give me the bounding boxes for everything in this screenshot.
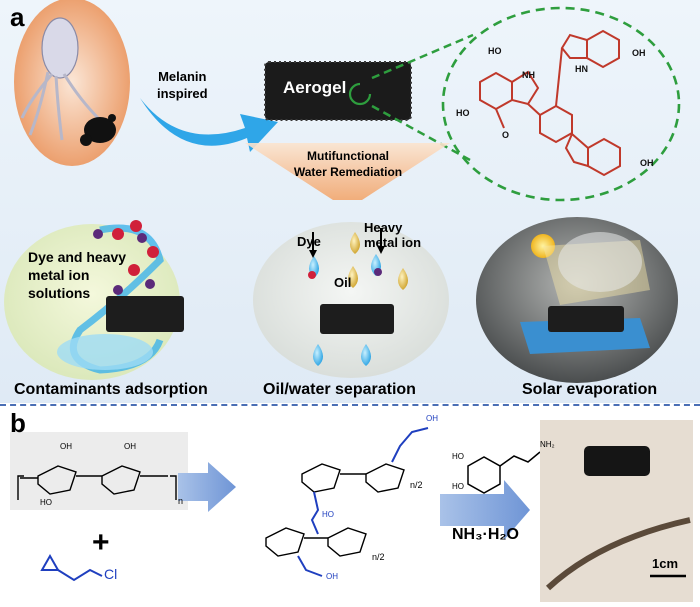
melanin-structure bbox=[479, 29, 621, 177]
dye-heavy-metal-text: Dye and heavy metal ion solutions bbox=[28, 249, 127, 301]
crosslinked-n2-2: n/2 bbox=[372, 552, 385, 562]
squid-icon bbox=[20, 17, 116, 146]
solar-aerogel bbox=[548, 306, 624, 332]
melanin-inspired-text: Melanin inspired bbox=[157, 69, 208, 101]
linker-ho-1: HO bbox=[322, 510, 334, 519]
structure-zoom-circle bbox=[441, 6, 681, 202]
zoom-line-top bbox=[371, 33, 474, 80]
cellulose-oh-2: OH bbox=[124, 442, 136, 451]
crosslinked-cellulose bbox=[265, 463, 405, 557]
cellulose-n: n bbox=[178, 496, 184, 506]
panel-divider bbox=[0, 404, 700, 406]
caption-solar: Solar evaporation bbox=[522, 381, 658, 398]
glyceryl-linkers bbox=[297, 427, 429, 577]
epichlorohydrin bbox=[40, 553, 103, 582]
cellulose-oh-1: OH bbox=[60, 442, 72, 451]
zoom-line-bottom bbox=[371, 104, 471, 162]
remediation-text: Mutifunctional Water Remediation bbox=[293, 149, 403, 179]
cellulose-background bbox=[10, 432, 188, 510]
reaction-arrow-2 bbox=[440, 480, 530, 540]
crosslinked-n2-1: n/2 bbox=[410, 480, 423, 490]
caption-separation: Oil/water separation bbox=[263, 381, 416, 398]
panel-label-a: a bbox=[10, 2, 25, 32]
linker-oh-2: OH bbox=[326, 572, 338, 581]
chlorine-label: Cl bbox=[104, 566, 118, 582]
structure-hn: HN bbox=[575, 64, 588, 74]
photo-feather bbox=[545, 517, 691, 591]
remediation-funnel bbox=[245, 143, 450, 200]
linker-oh-1: OH bbox=[426, 414, 438, 423]
dopamine-structure bbox=[467, 451, 541, 494]
melanin-arrow bbox=[140, 98, 278, 152]
aerogel-label: Aerogel bbox=[283, 78, 347, 97]
separation-drops bbox=[308, 228, 408, 366]
pollutant-particles bbox=[93, 220, 159, 295]
adsorption-aerogel bbox=[106, 296, 184, 332]
cellulose-structure bbox=[17, 465, 177, 500]
reaction-arrow-1 bbox=[178, 462, 236, 512]
oil-label: Oil bbox=[334, 275, 352, 290]
dopamine-ho-2: HO bbox=[452, 482, 464, 491]
structure-ho-1: HO bbox=[488, 46, 502, 56]
structure-oh-2: OH bbox=[640, 158, 654, 168]
cellulose-ho-1: HO bbox=[40, 498, 52, 507]
structure-ho-2: HO bbox=[456, 108, 470, 118]
dye-label: Dye bbox=[297, 234, 321, 249]
separation-circle bbox=[253, 222, 449, 378]
dopamine-ho-1: HO bbox=[452, 452, 464, 461]
caption-adsorption: Contaminants adsorption bbox=[14, 381, 208, 398]
photo-aerogel bbox=[584, 446, 650, 476]
plus-sign: + bbox=[92, 526, 110, 559]
structure-oh-1: OH bbox=[632, 48, 646, 58]
vapor bbox=[558, 232, 642, 292]
water-splash bbox=[57, 224, 164, 374]
dopamine-nh2: NH₂ bbox=[540, 440, 555, 449]
sun-icon bbox=[531, 234, 555, 258]
separation-aerogel bbox=[320, 304, 394, 334]
scale-bar-label: 1cm bbox=[652, 556, 679, 571]
reagent-label: NH₃·H₂O bbox=[452, 526, 519, 543]
heavy-metal-label: Heavy metal ion bbox=[364, 220, 422, 250]
structure-nh: NH bbox=[522, 70, 535, 80]
structure-o: O bbox=[502, 130, 510, 140]
panel-label-b: b bbox=[10, 408, 26, 438]
